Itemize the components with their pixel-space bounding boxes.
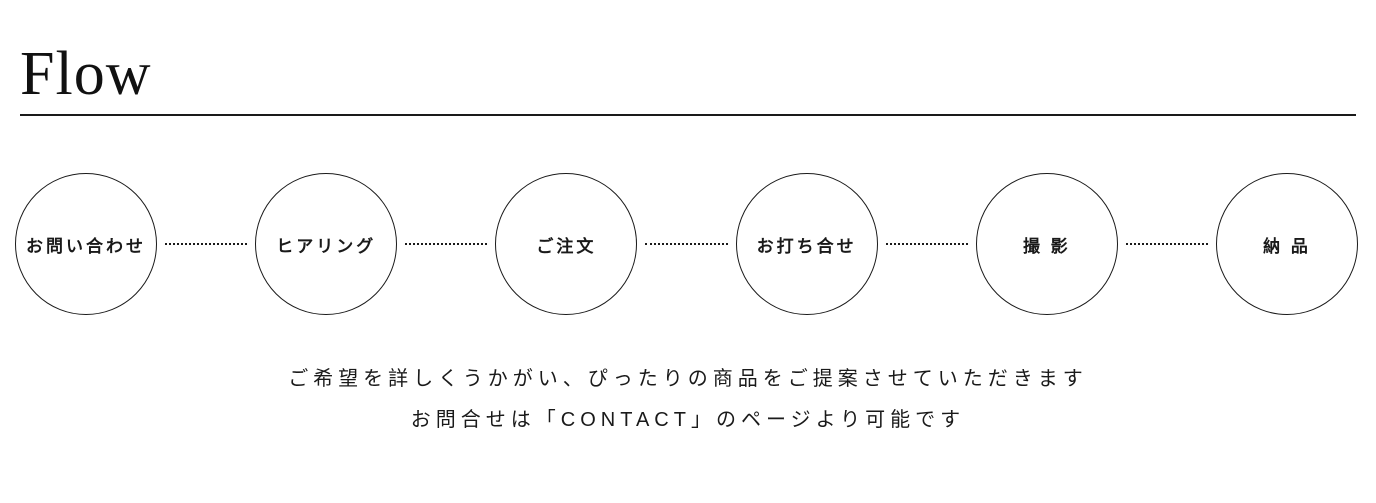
dotted-connector [1125,243,1209,246]
dotted-connector [885,243,968,246]
flow-step-label: ご注文 [536,236,597,256]
flow-step-meeting: お打ち合せ [735,173,878,316]
flow-step-inquiry: お問い合わせ [15,173,157,316]
flow-step-hearing: ヒアリング [255,173,398,316]
description-line-1: ご希望を詳しくうかがい、ぴったりの商品をご提案させていただきます [288,368,1088,391]
flow-step-label: お打ち合せ [756,236,857,256]
process-flow-diagram: お問い合わせ ヒアリング ご注文 お打ち合せ 撮 影 納 品 [15,173,1359,316]
flow-step-shooting: 撮 影 [975,173,1118,316]
dotted-connector [405,243,488,246]
dotted-connector [165,243,248,246]
flow-step-order: ご注文 [495,173,638,316]
flow-step-label: お問い合わせ [26,236,146,256]
flow-description: ご希望を詳しくうかがい、ぴったりの商品をご提案させていただきます お問合せは「C… [0,367,1376,432]
flow-step-label: 納 品 [1263,236,1311,256]
flow-section-header: Flow [20,40,1356,117]
flow-step-delivery: 納 品 [1216,173,1359,316]
description-line-2: お問合せは「CONTACT」のページより可能です [410,409,966,432]
dotted-connector [645,243,728,246]
flow-step-label: ヒアリング [276,236,377,256]
title-underline-divider [20,114,1356,117]
page-title: Flow [20,40,152,108]
flow-step-label: 撮 影 [1022,236,1071,256]
